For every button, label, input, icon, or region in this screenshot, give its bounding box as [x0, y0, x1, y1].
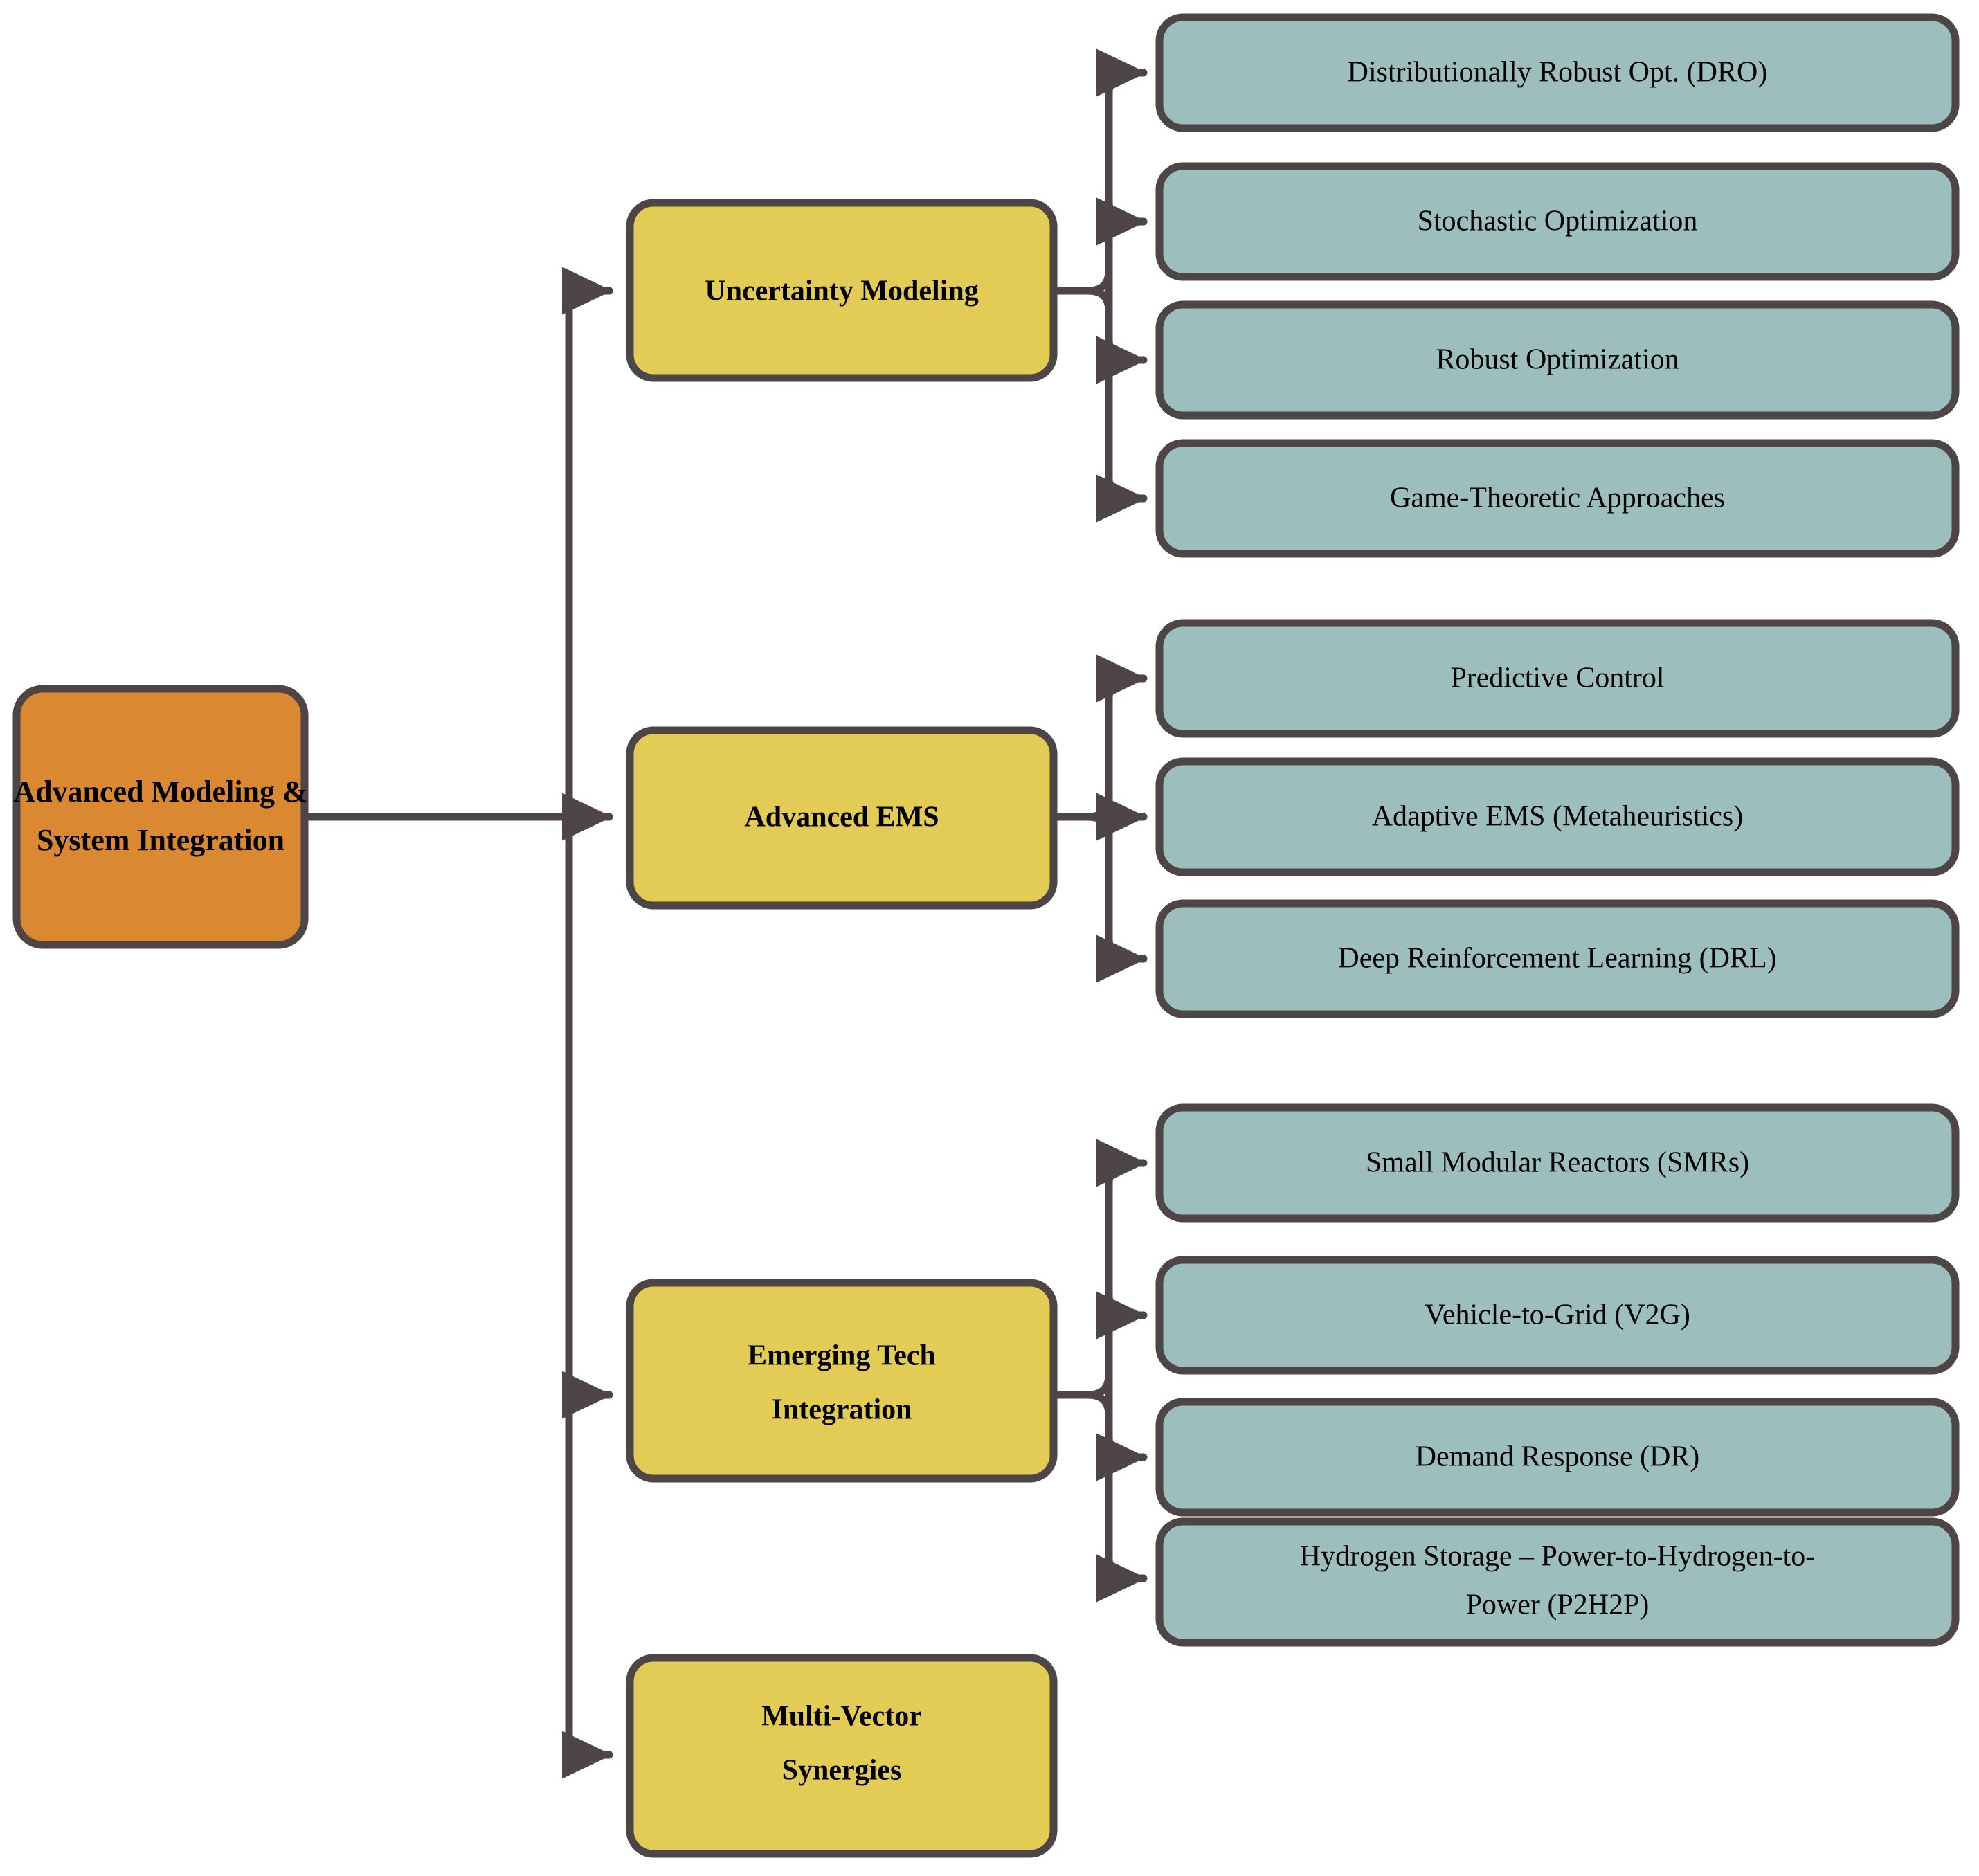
node-root[interactable]: Advanced Modeling & System Integration	[12, 685, 309, 949]
node-leaf-stochastic-optimization[interactable]: Stochastic Optimization	[1155, 162, 1960, 281]
leaf-box-v2g[interactable]	[1155, 1256, 1960, 1375]
leaf-label-drl: Deep Reinforcement Learning (DRL)	[1338, 943, 1776, 975]
node-category-advanced-ems[interactable]: Advanced EMS	[626, 726, 1058, 910]
connector-emerging-to-demand-response	[1096, 1432, 1148, 1481]
connector-uncertainty-stub	[1049, 287, 1113, 316]
leaf-box-drl[interactable]	[1155, 899, 1960, 1018]
leaf-label-dro: Distributionally Robust Opt. (DRO)	[1348, 57, 1768, 89]
leaf-box-adaptive-ems[interactable]	[1155, 757, 1960, 876]
leaf-label-smr: Small Modular Reactors (SMRs)	[1366, 1147, 1749, 1179]
leaf-box-dro[interactable]	[1155, 13, 1960, 132]
leaf-label-game-theoretic-approaches: Game-Theoretic Approaches	[1390, 482, 1725, 514]
leaf-label-robust-optimization: Robust Optimization	[1436, 344, 1679, 376]
category-box-advanced-ems[interactable]	[626, 726, 1058, 910]
node-leaf-drl[interactable]: Deep Reinforcement Learning (DRL)	[1155, 899, 1960, 1018]
node-category-multi-vector-synergies[interactable]: Multi-Vector Synergies	[626, 1654, 1058, 1858]
connector-layer	[300, 48, 1148, 1779]
node-leaf-robust-optimization[interactable]: Robust Optimization	[1155, 300, 1960, 420]
connector-root-to-emerging-tech-integration	[561, 813, 613, 1419]
connector-uncertainty-to-game-theoretic-approaches	[1096, 473, 1148, 523]
node-leaf-demand-response[interactable]: Demand Response (DR)	[1155, 1398, 1960, 1517]
category-box-uncertainty-modeling[interactable]	[626, 199, 1058, 382]
node-leaf-adaptive-ems[interactable]: Adaptive EMS (Metaheuristics)	[1155, 757, 1960, 876]
connector-emerging-to-smr	[1096, 1139, 1148, 1188]
leaf-box-stochastic-optimization[interactable]	[1155, 162, 1960, 281]
connector-emerging-to-p2h2p	[1096, 1553, 1148, 1603]
node-category-uncertainty-modeling[interactable]: Uncertainty Modeling	[626, 199, 1058, 382]
node-category-emerging-tech-integration[interactable]: Emerging Tech Integration	[626, 1279, 1058, 1483]
category-label-advanced-ems-line1: Advanced EMS	[744, 802, 939, 833]
node-leaf-smr[interactable]: Small Modular Reactors (SMRs)	[1155, 1103, 1960, 1223]
node-leaf-predictive-control[interactable]: Predictive Control	[1155, 619, 1960, 738]
connector-ems-to-drl	[1096, 934, 1148, 983]
node-leaf-v2g[interactable]: Vehicle-to-Grid (V2G)	[1155, 1256, 1960, 1375]
connector-ems-riser-down	[1084, 813, 1113, 842]
leaf-box-demand-response[interactable]	[1155, 1398, 1960, 1517]
category-box-multi-vector-synergies[interactable]	[626, 1654, 1058, 1858]
leaf-label-stochastic-optimization: Stochastic Optimization	[1418, 206, 1698, 237]
leaf-label-demand-response: Demand Response (DR)	[1416, 1441, 1700, 1473]
node-leaf-game-theoretic-approaches[interactable]: Game-Theoretic Approaches	[1155, 439, 1960, 558]
leaf-box-p2h2p[interactable]	[1155, 1517, 1960, 1647]
category-label-uncertainty-modeling-line1: Uncertainty Modeling	[705, 276, 978, 307]
category-label-multi-vector-synergies-line1: Multi-Vector	[761, 1701, 922, 1733]
connector-root-to-uncertainty-modeling	[561, 267, 613, 821]
connector-uncertainty-to-dro	[1096, 48, 1148, 98]
leaf-label-p2h2p-line2: Power (P2H2P)	[1466, 1589, 1650, 1621]
connector-uncertainty-to-robust-optimization	[1096, 335, 1148, 384]
root-node-label-line1: Advanced Modeling &	[13, 775, 307, 809]
root-node-label-line2: System Integration	[37, 823, 284, 857]
leaf-box-robust-optimization[interactable]	[1155, 300, 1960, 420]
connector-emerging-riser-down	[1084, 1391, 1113, 1420]
connector-ems-to-predictive-control	[1096, 654, 1148, 703]
connector-root-to-multi-vector-synergies	[561, 813, 613, 1779]
leaf-label-v2g: Vehicle-to-Grid (V2G)	[1425, 1299, 1690, 1331]
category-label-emerging-tech-integration-line2: Integration	[772, 1394, 912, 1426]
leaf-label-predictive-control: Predictive Control	[1450, 662, 1664, 694]
connector-uncertainty-to-stochastic-optimization	[1096, 197, 1148, 246]
leaf-box-game-theoretic-approaches[interactable]	[1155, 439, 1960, 558]
node-leaf-dro[interactable]: Distributionally Robust Opt. (DRO)	[1155, 13, 1960, 132]
root-node-box[interactable]	[12, 685, 309, 949]
node-leaf-p2h2p[interactable]: Hydrogen Storage – Power-to-Hydrogen-to-…	[1155, 1517, 1960, 1647]
leaf-label-adaptive-ems: Adaptive EMS (Metaheuristics)	[1372, 801, 1744, 833]
category-label-emerging-tech-integration-line1: Emerging Tech	[748, 1340, 936, 1372]
category-box-emerging-tech-integration[interactable]	[626, 1279, 1058, 1483]
leaf-label-p2h2p-line1: Hydrogen Storage – Power-to-Hydrogen-to-	[1300, 1541, 1815, 1573]
leaf-box-smr[interactable]	[1155, 1103, 1960, 1223]
category-label-multi-vector-synergies-line2: Synergies	[782, 1755, 902, 1787]
connector-emerging-to-v2g	[1096, 1290, 1148, 1340]
leaf-box-predictive-control[interactable]	[1155, 619, 1960, 738]
